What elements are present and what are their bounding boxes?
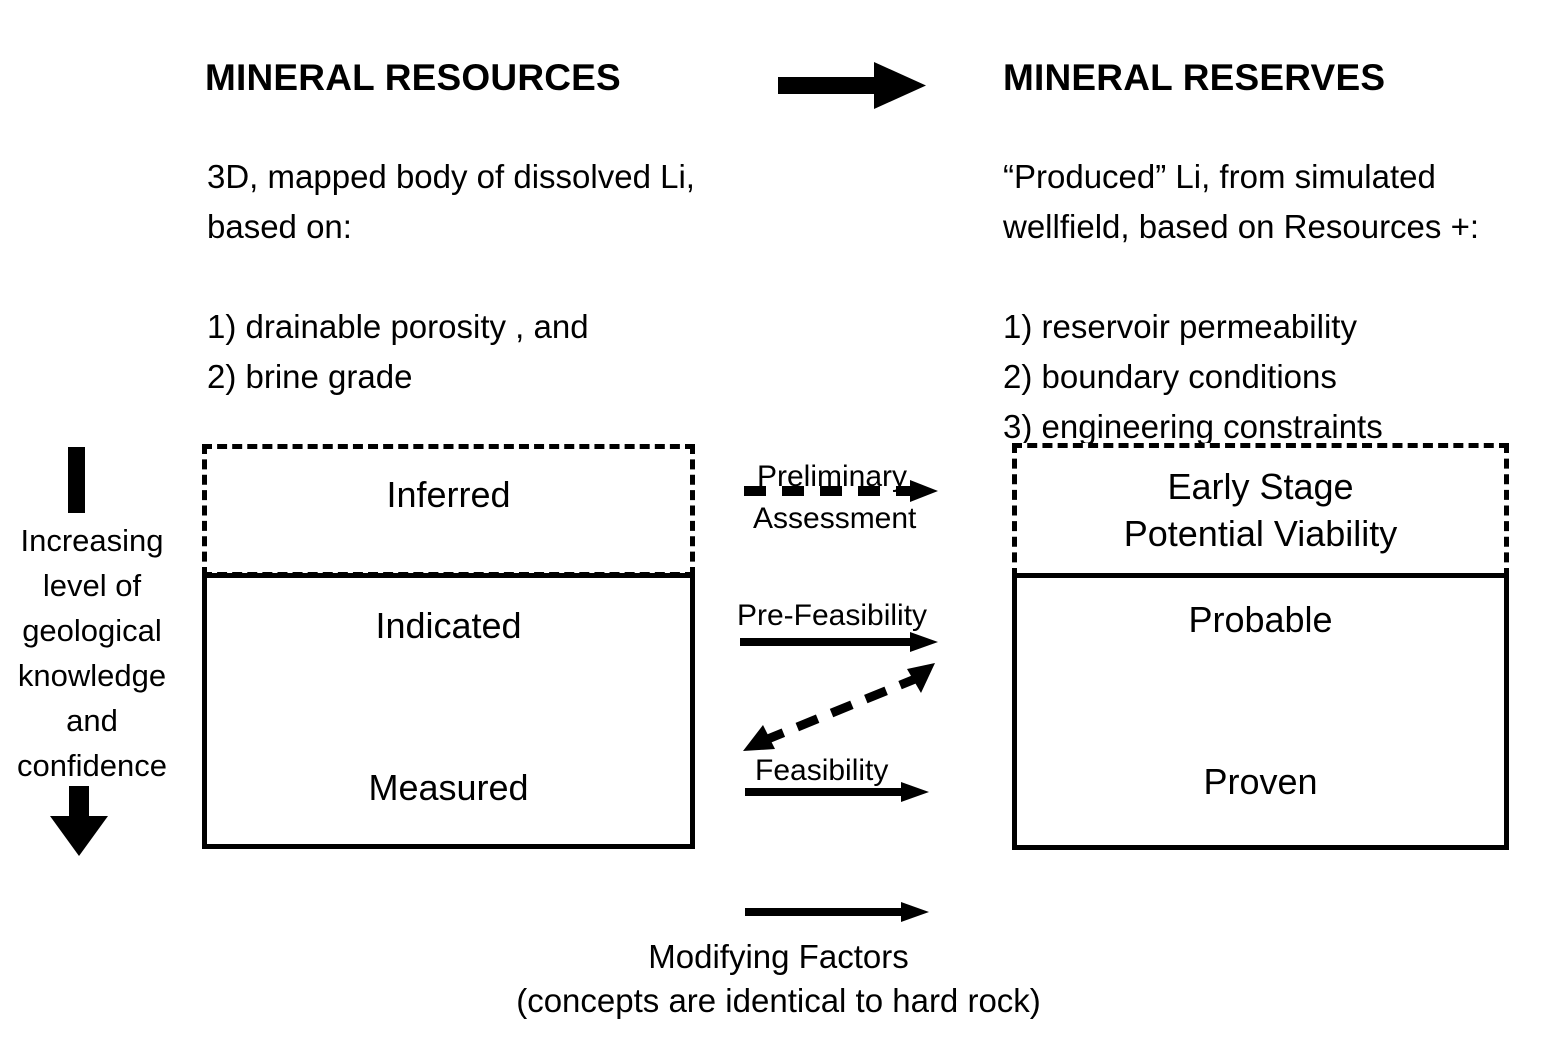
- reserve-box-early-stage-label: Early Stage Potential Viability: [1123, 466, 1398, 554]
- resource-box-measured-label: Measured: [368, 767, 529, 808]
- feasibility-label: Feasibility: [755, 754, 889, 787]
- resources-description: 3D, mapped body of dissolved Li, based o…: [207, 158, 695, 395]
- resource-box-inferred[interactable]: Inferred: [202, 444, 695, 577]
- reserve-box-early-stage[interactable]: Early Stage Potential Viability: [1012, 443, 1509, 578]
- resource-box-inferred-label: Inferred: [386, 474, 511, 515]
- resource-box-indicated-label: Indicated: [375, 605, 522, 646]
- resource-box-measured-indicated[interactable]: Indicated Measured: [202, 573, 695, 849]
- reserve-box-proven-label: Proven: [1203, 761, 1318, 802]
- dashed-right-arrow-icon: [742, 478, 942, 504]
- reserves-description: “Produced” Li, from simulated wellfield,…: [1003, 158, 1480, 445]
- vertical-bar-icon: [68, 447, 85, 513]
- pre-feasibility-label: Pre-Feasibility: [737, 599, 928, 632]
- reserve-box-probable-label: Probable: [1188, 599, 1333, 640]
- solid-right-arrow-icon: [745, 900, 931, 924]
- dashed-double-arrow-icon: [735, 655, 950, 760]
- solid-right-arrow-icon: [740, 630, 940, 654]
- confidence-axis-label: Increasing level of geological knowledge…: [17, 523, 167, 783]
- solid-right-arrow-icon: [745, 780, 931, 804]
- modifying-factors-caption: Modifying Factors (concepts are identica…: [516, 938, 1041, 1019]
- reserve-box-proven-probable[interactable]: Probable Proven: [1012, 573, 1509, 850]
- right-arrow-icon: [778, 58, 928, 114]
- mineral-reserves-title: MINERAL RESERVES: [1003, 57, 1386, 98]
- mineral-resources-title: MINERAL RESOURCES: [205, 57, 621, 98]
- down-arrow-head-icon: [48, 786, 110, 858]
- preliminary-assessment-label-line2: Assessment: [753, 502, 917, 535]
